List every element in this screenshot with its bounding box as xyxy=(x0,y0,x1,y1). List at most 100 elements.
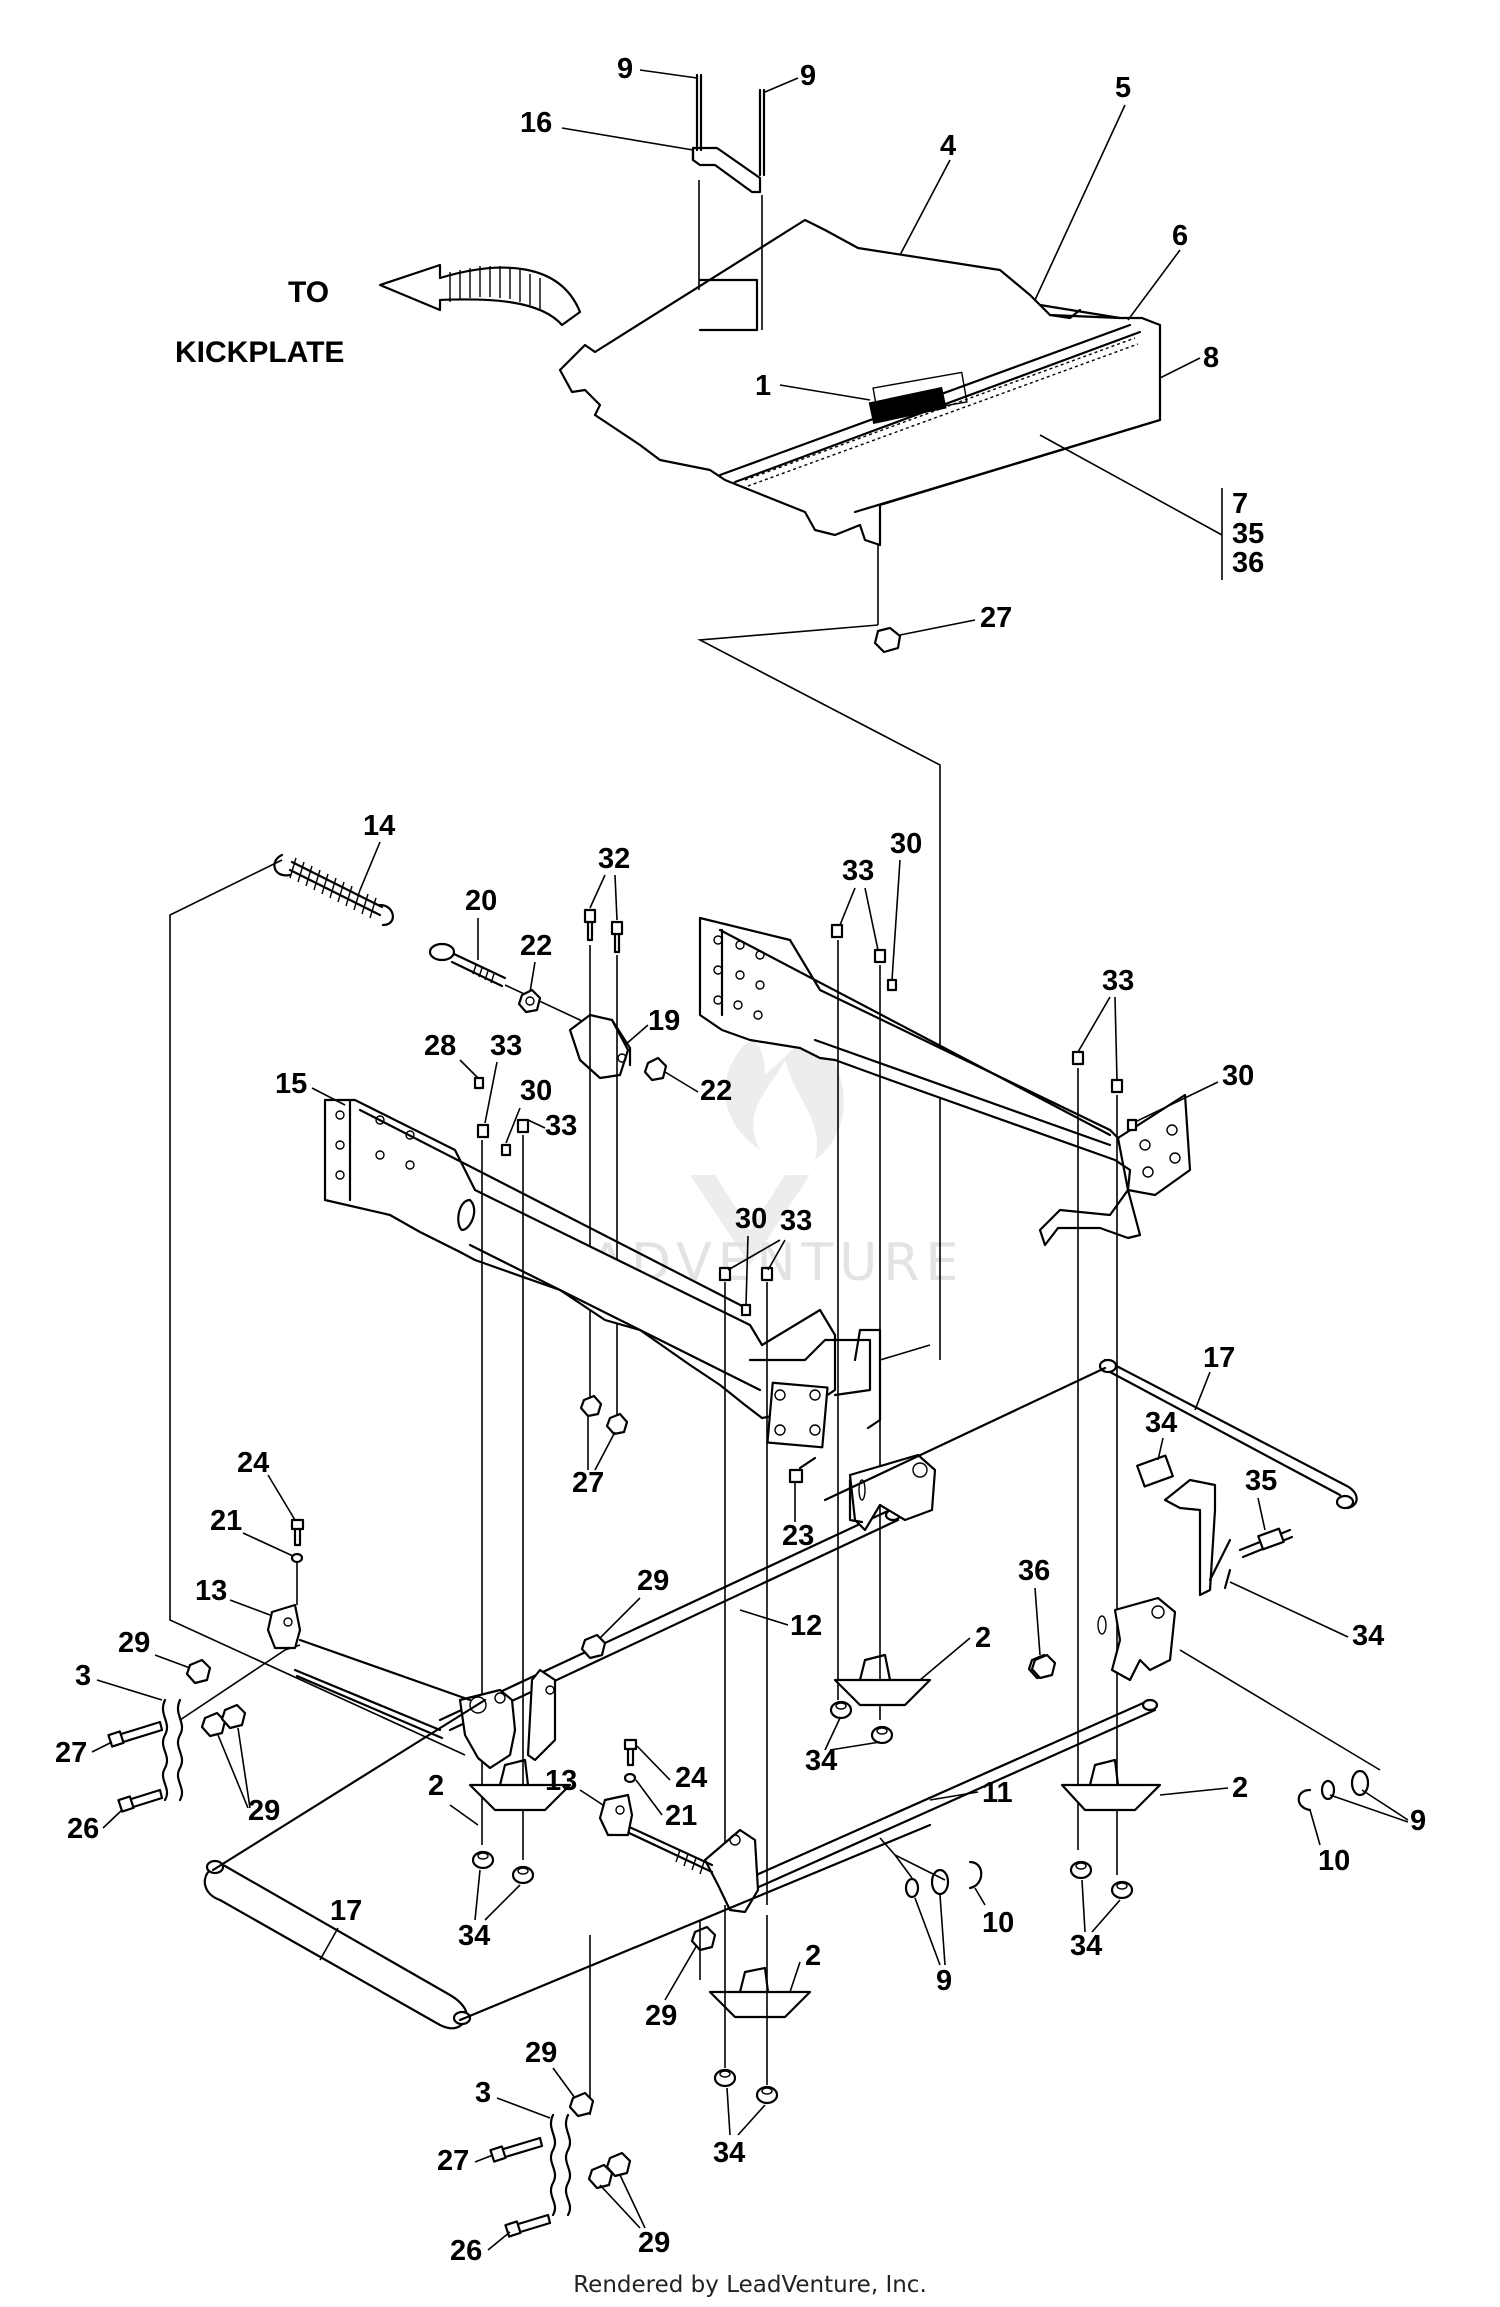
callout-labels: 1 4 5 6 8 7 35 36 9 9 16 27 14 20 22 3 xyxy=(55,53,1426,2267)
bellcrank-13-left xyxy=(266,1603,472,1702)
callout-15: 15 xyxy=(275,1068,307,1100)
callout-24: 23 xyxy=(782,1520,814,1552)
bolt-24 xyxy=(788,1456,817,1484)
callout-31-e: 33 xyxy=(780,1205,812,1237)
callout-28-a: 29 xyxy=(118,1627,150,1659)
callout-21-b: 21 xyxy=(665,1800,697,1832)
grommets-33 xyxy=(471,1700,1134,2105)
callout-10-a: 10 xyxy=(1318,1845,1350,1877)
callout-28-f: 29 xyxy=(638,2227,670,2259)
callout-2-a: 2 xyxy=(975,1622,991,1654)
callout-20: 20 xyxy=(465,885,497,917)
callout-25-a: 26 xyxy=(67,1813,99,1845)
callout-31-a: 33 xyxy=(490,1030,522,1062)
frame-rail-left xyxy=(323,1098,931,1449)
callout-2-b: 2 xyxy=(428,1770,444,1802)
callout-3-b: 3 xyxy=(475,2077,491,2109)
callout-30-c: 30 xyxy=(1222,1060,1254,1092)
frame-rail-right xyxy=(698,916,1192,1247)
callout-28-e: 29 xyxy=(525,2037,557,2069)
nuts-28 xyxy=(185,1633,1054,2190)
callout-26-b: 27 xyxy=(437,2145,469,2177)
footplate-bracket xyxy=(691,73,766,330)
callout-36-group: 36 xyxy=(1232,547,1264,579)
callout-33-c: 34 xyxy=(1070,1930,1102,1962)
callout-9-c: 9 xyxy=(1410,1805,1426,1837)
callout-21-a: 21 xyxy=(210,1505,242,1537)
callout-2-d: 2 xyxy=(805,1940,821,1972)
callout-group-7-35-36: 7 35 36 xyxy=(1039,434,1264,580)
callout-8: 8 xyxy=(1203,342,1219,374)
front-bellcrank xyxy=(293,1668,557,1770)
callout-31-c: 33 xyxy=(842,855,874,887)
callout-34: 34 xyxy=(1145,1407,1177,1439)
callout-26-a: 27 xyxy=(55,1737,87,1769)
callout-9-a: 9 xyxy=(617,53,633,85)
callout-4: 4 xyxy=(940,130,956,162)
callout-14: 14 xyxy=(363,810,395,842)
deck-bracket-front-left xyxy=(468,1758,572,1812)
callout-6: 6 xyxy=(1172,220,1188,252)
hanger-rod-17-front xyxy=(203,1698,932,2030)
callout-13-a: 13 xyxy=(195,1575,227,1607)
kickplate-arrow xyxy=(378,263,582,327)
deck-bracket-rear-right xyxy=(1060,1758,1162,1812)
callout-9-d: 9 xyxy=(936,1965,952,1997)
footplate xyxy=(558,218,1162,547)
callout-22-a: 22 xyxy=(520,930,552,962)
callout-1: 1 xyxy=(755,370,771,402)
callout-31-d: 33 xyxy=(1102,965,1134,997)
callout-27-mid: 27 xyxy=(572,1467,604,1499)
callout-31-b: 33 xyxy=(545,1110,577,1142)
callout-28-c: 29 xyxy=(637,1565,669,1597)
callout-35: 35 xyxy=(1245,1465,1277,1497)
callout-13-b: 13 xyxy=(545,1765,577,1797)
callout-27-top: 27 xyxy=(980,602,1012,634)
callout-30-d: 30 xyxy=(735,1203,767,1235)
callout-33-right: 34 xyxy=(1352,1620,1384,1652)
bolts-32 xyxy=(579,908,629,1436)
kickplate-label: TO KICKPLATE xyxy=(175,276,344,369)
callout-25-b: 26 xyxy=(450,2235,482,2267)
callout-30-a: 30 xyxy=(520,1075,552,1107)
spring-bracket-19 xyxy=(568,1013,668,1082)
callout-29: 28 xyxy=(424,1030,456,1062)
lift-chain-3-lower xyxy=(549,1935,591,2217)
callout-23-a: 24 xyxy=(237,1447,269,1479)
front-lift-shaft-12 xyxy=(438,1453,937,1732)
callout-33-d: 34 xyxy=(713,2137,745,2169)
callout-10-b: 10 xyxy=(982,1907,1014,1939)
lift-assist-34-35 xyxy=(1136,1454,1294,1597)
callout-17-front: 17 xyxy=(330,1895,362,1927)
heading-kickplate: KICKPLATE xyxy=(175,336,344,369)
callout-30-b: 30 xyxy=(890,828,922,860)
callout-3-a: 3 xyxy=(75,1660,91,1692)
nut-36 xyxy=(1030,1653,1057,1680)
callout-22-b: 22 xyxy=(700,1075,732,1107)
callout-17-rear: 17 xyxy=(1203,1342,1235,1374)
hanger-rod-17-rear xyxy=(823,1358,1358,1510)
callout-2-c: 2 xyxy=(1232,1772,1248,1804)
callout-11: 11 xyxy=(982,1777,1013,1809)
footer-credit: Rendered by LeadVenture, Inc. xyxy=(573,2272,927,2298)
deck-bracket-rear-center xyxy=(833,1653,932,1707)
callout-9-b: 9 xyxy=(800,60,816,92)
callout-19: 19 xyxy=(648,1005,680,1037)
callout-12: 12 xyxy=(790,1610,822,1642)
callout-33-b: 34 xyxy=(458,1920,490,1952)
callout-23-b: 24 xyxy=(675,1762,707,1794)
rear-bellcrank xyxy=(623,1823,760,1914)
callout-28-b: 29 xyxy=(248,1795,280,1827)
callout-16: 16 xyxy=(520,107,552,139)
callout-28-d: 29 xyxy=(645,2000,677,2032)
callout-36: 36 xyxy=(1018,1555,1050,1587)
callout-5: 5 xyxy=(1115,72,1131,104)
bolts-23-21 xyxy=(290,1518,638,1784)
callout-32: 32 xyxy=(598,843,630,875)
bellcrank-13-right xyxy=(598,1793,634,1837)
nut-22-left xyxy=(517,988,542,1014)
callout-35-group: 35 xyxy=(1232,518,1264,550)
callout-7: 7 xyxy=(1232,488,1248,520)
washers-clips xyxy=(699,1649,1381,1980)
